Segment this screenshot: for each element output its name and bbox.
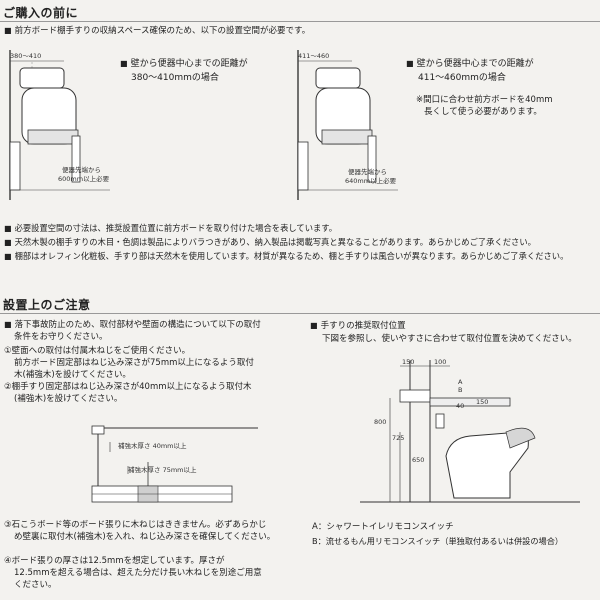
floor-note-line2: 640mm以上必要 xyxy=(345,177,397,185)
install-note-l2: 条件をお守りください。 xyxy=(14,332,108,342)
toilet-space-diagram-b: 411～460 便器先端から 640mm以上必要 xyxy=(290,50,400,200)
install-note-l9: め壁裏に取付木(補強木)を入れ、ねじ込み深さを確保してください。 xyxy=(14,532,276,542)
floor-note-line1: 便器先端から xyxy=(348,168,387,176)
install-note-l4: 前方ボード固定部はねじ込み深さが75mm以上になるよう取付 xyxy=(14,358,254,368)
install-note-l10: ④ボード張りの厚さは12.5mmを想定しています。厚さが xyxy=(4,556,225,566)
note-2: 天然木製の棚手すりの木目・色調は製品によりバラつきがあり、納入製品は掲載写真と異… xyxy=(4,236,536,250)
dim-150-side: 150 xyxy=(476,398,489,406)
install-note-l7: (補強木)を設けてください。 xyxy=(14,394,123,404)
case-b-ref2: 長くして使う必要があります。 xyxy=(424,107,542,117)
divider xyxy=(0,21,600,22)
recommended-position-heading: 手すりの推奨取付位置 xyxy=(310,320,406,333)
reinforcement-40-label: 補強木厚さ 40mm以上 xyxy=(118,442,187,450)
dim-40: 40 xyxy=(456,402,465,410)
section-title-installation-notes: 設置上のご注意 xyxy=(3,298,91,312)
label-B: B xyxy=(458,386,463,394)
dim-725: 725 xyxy=(392,434,405,442)
handrail-position-diagram: 150 100 A B 40 150 800 725 650 xyxy=(360,352,580,512)
dim-800: 800 xyxy=(374,418,387,426)
recommended-position-sub: 下図を参照し、使いやすさに合わせて取付位置を決めてください。 xyxy=(322,334,577,344)
floor-note-line2: 600mm以上必要 xyxy=(58,175,110,183)
distance-label: 411～460 xyxy=(298,52,330,60)
intro-text: 前方ボード棚手すりの収納スペース確保のため、以下の設置空間が必要です。 xyxy=(4,25,311,38)
install-note-l11: 12.5mmを超える場合は、超えた分だけ長い木ねじを別途ご用意 xyxy=(14,568,262,578)
label-A: A xyxy=(458,378,463,386)
legend-a: A：シャワートイレリモコンスイッチ xyxy=(312,522,454,532)
case-b-line1: 壁から便器中心までの距離が xyxy=(406,58,534,71)
section-title-before-purchase: ご購入の前に xyxy=(3,6,79,20)
floor-note-line1: 便器先端から xyxy=(62,166,101,174)
reinforcement-75-label: 補強木厚さ 75mm以上 xyxy=(128,466,197,474)
note-1: 必要設置空間の寸法は、推奨設置位置に前方ボードを取り付けた場合を表しています。 xyxy=(4,222,338,236)
dim-150-top: 150 xyxy=(402,358,415,366)
install-note-l1: 落下事故防止のため、取付部材や壁面の構造について以下の取付 xyxy=(4,319,261,332)
distance-label: 380～410 xyxy=(10,52,42,60)
case-b-ref1: ※間口に合わせ前方ボードを40mm xyxy=(416,95,553,105)
divider xyxy=(0,313,600,314)
install-note-l8: ③石こうボード等のボード張りに木ねじはききません。必ずあらかじ xyxy=(4,520,267,530)
dim-100: 100 xyxy=(434,358,447,366)
legend-b: B：流せるもん用リモコンスイッチ（単独取付あるいは併設の場合） xyxy=(312,536,564,546)
note-3: 棚部はオレフィン化粧板、手すり部は天然木を使用しています。材質が異なるため、棚と… xyxy=(4,250,569,264)
reinforcement-diagram: 補強木厚さ 40mm以上 補強木厚さ 75mm以上 xyxy=(88,422,258,512)
install-note-l5: 木(補強木)を設けてください。 xyxy=(14,370,131,380)
case-a-line2: 380～410mmの場合 xyxy=(131,73,219,83)
install-note-l3: ①壁面への取付は付属木ねじをご使用ください。 xyxy=(4,346,191,356)
toilet-space-diagram-a: 380～410 便器先端から 600mm以上必要 xyxy=(2,50,112,200)
install-note-l12: ください。 xyxy=(14,580,57,590)
case-a-line1: 壁から便器中心までの距離が xyxy=(120,58,248,71)
install-note-l6: ②棚手すり固定部はねじ込み深さが40mm以上になるよう取付木 xyxy=(4,382,252,392)
case-b-line2: 411～460mmの場合 xyxy=(418,73,506,83)
dim-650: 650 xyxy=(412,456,425,464)
